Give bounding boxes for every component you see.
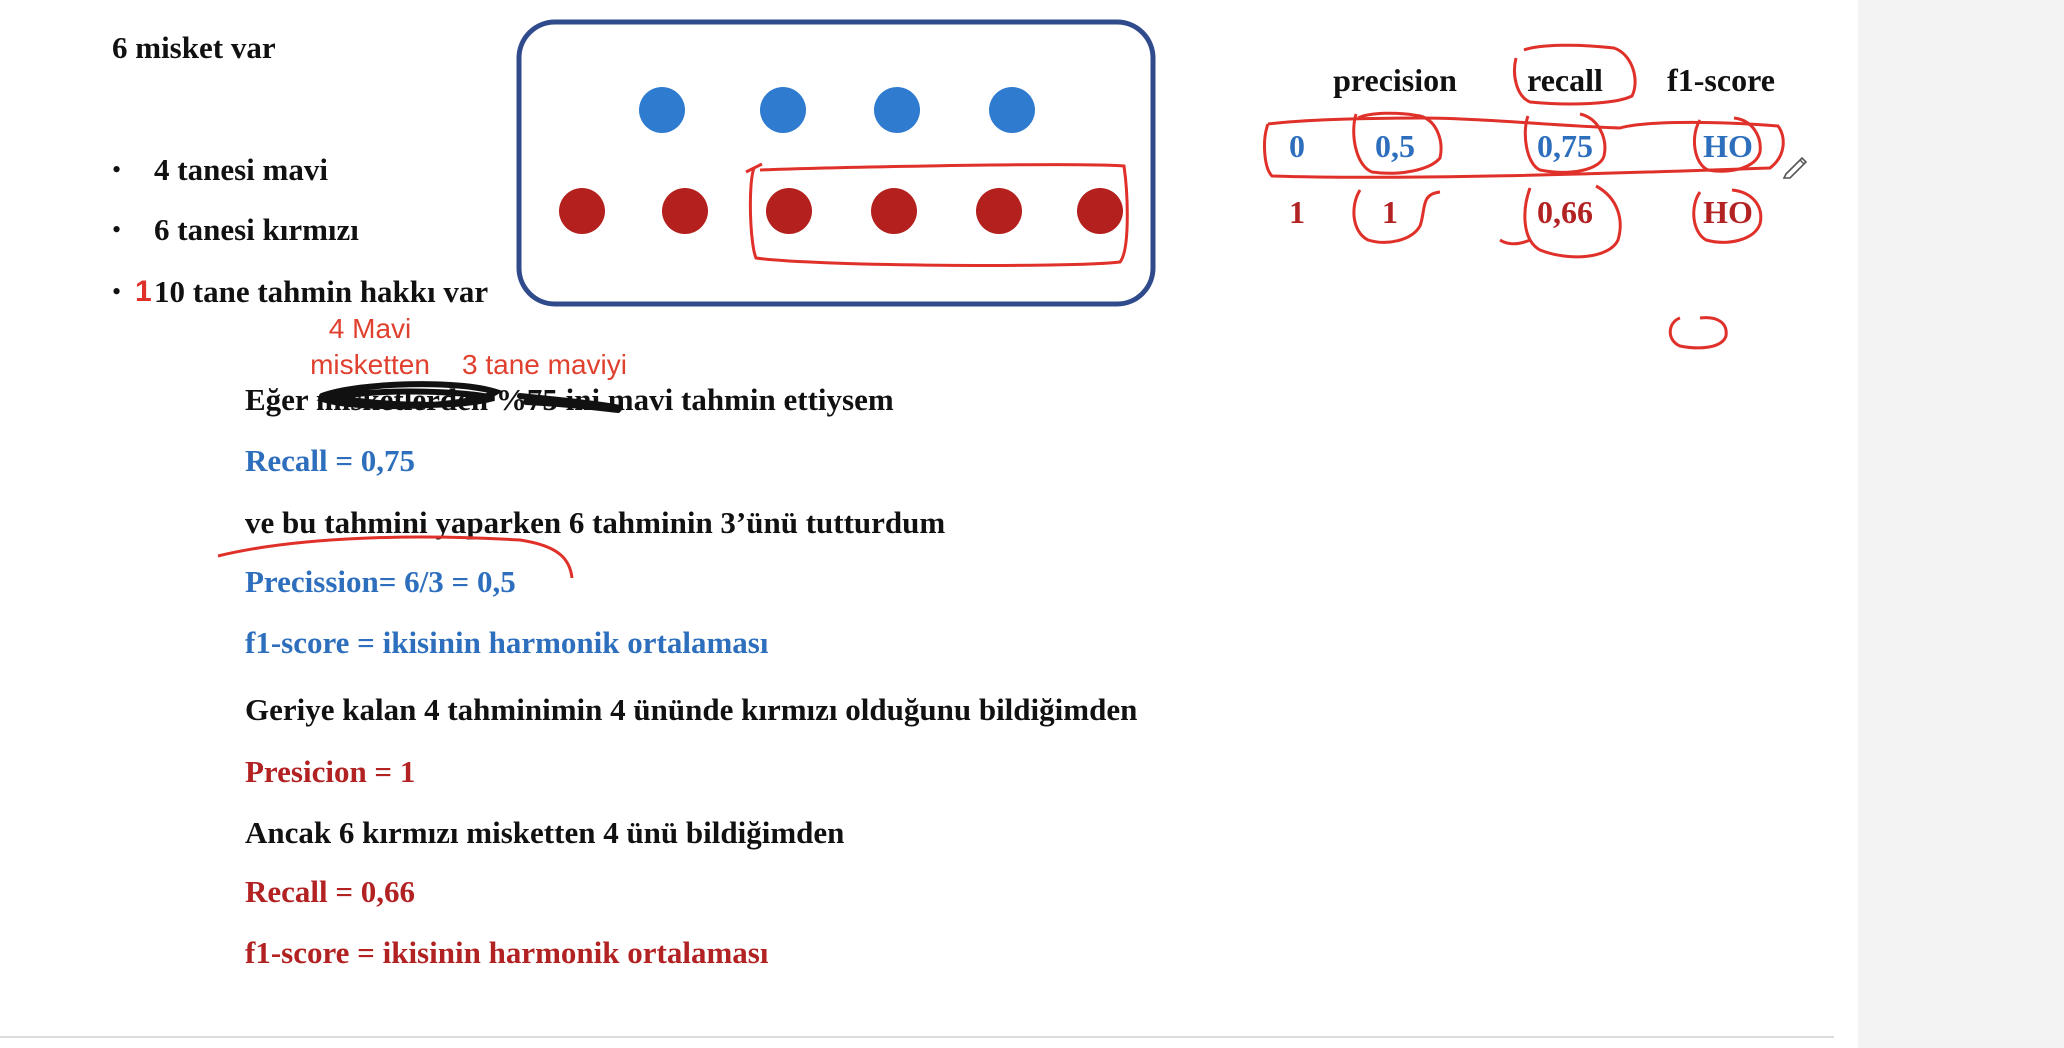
bullet-dot: • — [112, 215, 122, 244]
table-cell-recall: 0,66 — [1537, 194, 1593, 230]
table-header-recall: recall — [1527, 62, 1603, 98]
blue-marble — [639, 87, 685, 133]
bullet-item: 6 tanesi kırmızı — [154, 212, 359, 247]
f1-blue-line: f1-score = ikisinin harmonik ortalaması — [245, 625, 769, 660]
blue-marbles-group — [639, 87, 1035, 133]
bullet-item: 4 tanesi mavi — [154, 152, 328, 187]
page-heading: 6 misket var — [112, 30, 276, 65]
table-header-precision: precision — [1333, 62, 1457, 98]
table-cell-f1: HO — [1703, 128, 1753, 164]
table-cell-recall: 0,75 — [1537, 128, 1593, 164]
blue-marble — [989, 87, 1035, 133]
recall-red-line: Recall = 0,66 — [245, 874, 416, 909]
eger-suffix: ini mavi tahmin ettiysem — [565, 382, 894, 417]
bullet-item: 10 tane tahmin hakkı var — [154, 274, 489, 309]
f1-red-line: f1-score = ikisinin harmonik ortalaması — [245, 935, 769, 970]
table-cell-f1: HO — [1703, 194, 1753, 230]
eger-struck-word2: %75 — [495, 382, 558, 417]
red-marbles-group — [559, 188, 1123, 234]
red-marble — [662, 188, 708, 234]
table-row-label: 0 — [1289, 128, 1305, 164]
handwritten-bracket-red-marbles — [748, 163, 1129, 267]
bullet-dot: • — [112, 155, 122, 184]
pencil-cursor-icon — [1782, 156, 1808, 179]
handwritten-note-right: 3 tane maviyi — [462, 349, 627, 380]
bullet-dot: • — [112, 277, 122, 306]
recall-blue-line: Recall = 0,75 — [245, 443, 416, 478]
blue-marble — [760, 87, 806, 133]
marble-diagram — [516, 19, 1156, 307]
table-header-f1-score: f1-score — [1667, 62, 1775, 98]
eger-struck-word1: misketlerden — [315, 382, 489, 417]
precission-blue-line: Precission= 6/3 = 0,5 — [245, 564, 516, 599]
red-marble — [976, 188, 1022, 234]
text-line-eger: Eğer misketlerden %75 ini mavi tahmin et… — [245, 382, 894, 418]
handwritten-correction-mark: 1 — [135, 275, 152, 308]
blue-marble — [874, 87, 920, 133]
red-marble — [1077, 188, 1123, 234]
table-row-label: 1 — [1289, 194, 1305, 230]
right-side-panel — [1858, 0, 2064, 1048]
table-cell-precision: 0,5 — [1375, 128, 1415, 164]
table-cell-precision: 1 — [1382, 194, 1398, 230]
bottom-divider — [0, 1036, 1834, 1038]
text-line-geriye: Geriye kalan 4 tahminimin 4 ününde kırmı… — [245, 692, 1138, 727]
marble-frame — [516, 19, 1156, 307]
red-marble — [766, 188, 812, 234]
presicion-red-line: Presicion = 1 — [245, 754, 416, 789]
handwritten-note-line2: misketten — [310, 349, 430, 380]
red-marble — [871, 188, 917, 234]
text-line-ancak: Ancak 6 kırmızı misketten 4 ünü bildiğim… — [245, 815, 845, 850]
small-loop-mark — [1668, 316, 1728, 350]
red-marble — [559, 188, 605, 234]
handwritten-note-line1: 4 Mavi — [328, 313, 412, 344]
text-line-ve-bu: ve bu tahmini yaparken 6 tahminin 3’ünü … — [245, 505, 946, 540]
eger-prefix: Eğer — [245, 382, 309, 417]
